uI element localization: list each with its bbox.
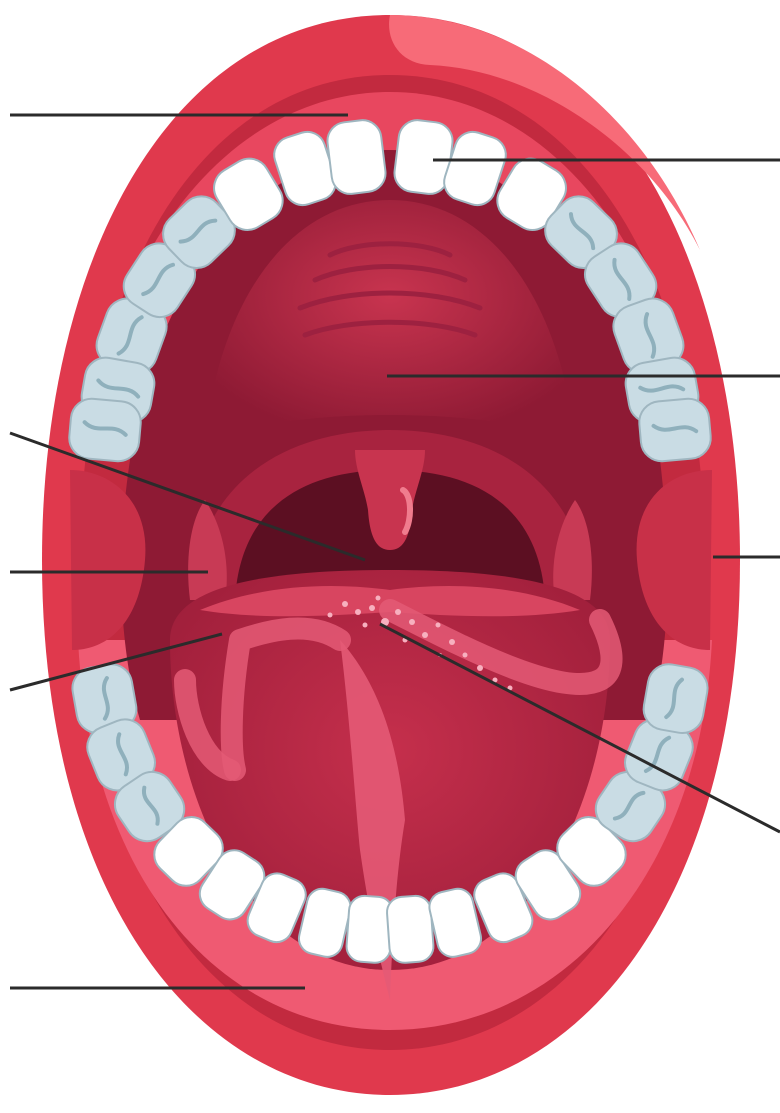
upper-tooth <box>325 118 387 196</box>
lower-tooth <box>346 895 394 964</box>
upper-tooth <box>638 397 713 463</box>
upper-tooth <box>68 397 143 463</box>
lower-tooth <box>386 895 434 964</box>
